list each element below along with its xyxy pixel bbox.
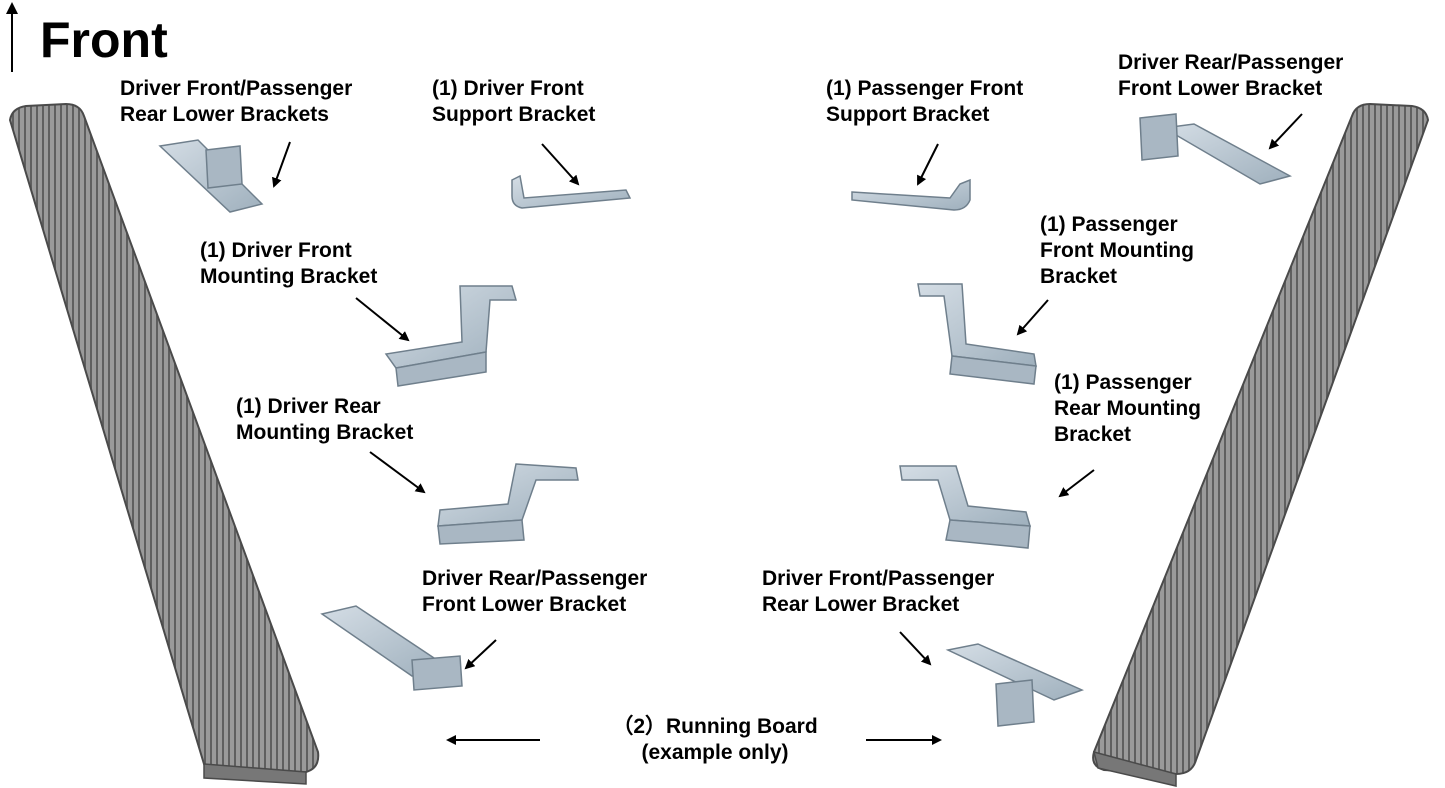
label-passenger-front-mounting-bracket: (1) Passenger Front Mounting Bracket: [1040, 213, 1194, 288]
bracket-driver-rear-lower-bottom: [320, 605, 463, 691]
bracket-passenger-rear-mounting: [899, 465, 1032, 549]
bracket-driver-rear-mounting: [437, 463, 579, 545]
bracket-passenger-front-mounting: [917, 283, 1037, 385]
label-driver-front-passenger-rear-lower-brackets: Driver Front/Passenger Rear Lower Bracke…: [120, 77, 353, 126]
up-arrow-icon: [6, 2, 18, 72]
bracket-driver-rear-lower-top: [1139, 113, 1293, 185]
label-driver-rear-mounting-bracket: (1) Driver Rear Mounting Bracket: [236, 395, 414, 444]
label-driver-front-support-bracket: (1) Driver Front Support Bracket: [432, 77, 596, 126]
label-driver-rear-passenger-front-lower-bracket-top: Driver Rear/Passenger Front Lower Bracke…: [1118, 51, 1344, 100]
bracket-driver-front-lower-bottom: [945, 643, 1085, 727]
label-driver-front-passenger-rear-lower-bracket-bottom: Driver Front/Passenger Rear Lower Bracke…: [762, 567, 995, 616]
pointer-arrow-icon: [272, 113, 1303, 745]
bracket-passenger-front-support: [851, 178, 971, 211]
label-passenger-rear-mounting-bracket: (1) Passenger Rear Mounting Bracket: [1054, 371, 1201, 446]
label-passenger-front-support-bracket: (1) Passenger Front Support Bracket: [826, 77, 1024, 126]
bracket-driver-front-mounting: [384, 285, 517, 387]
bracket-driver-front-support: [511, 174, 632, 209]
label-driver-rear-passenger-front-lower-bracket-bottom: Driver Rear/Passenger Front Lower Bracke…: [422, 567, 648, 616]
left-running-board: [8, 102, 320, 785]
front-title: Front: [40, 12, 168, 68]
bracket-driver-front-lower-top: [158, 139, 264, 213]
right-running-board: [1092, 102, 1430, 787]
label-running-board: （2）Running Board (example only): [612, 715, 818, 764]
label-driver-front-mounting-bracket: (1) Driver Front Mounting Bracket: [200, 239, 378, 288]
